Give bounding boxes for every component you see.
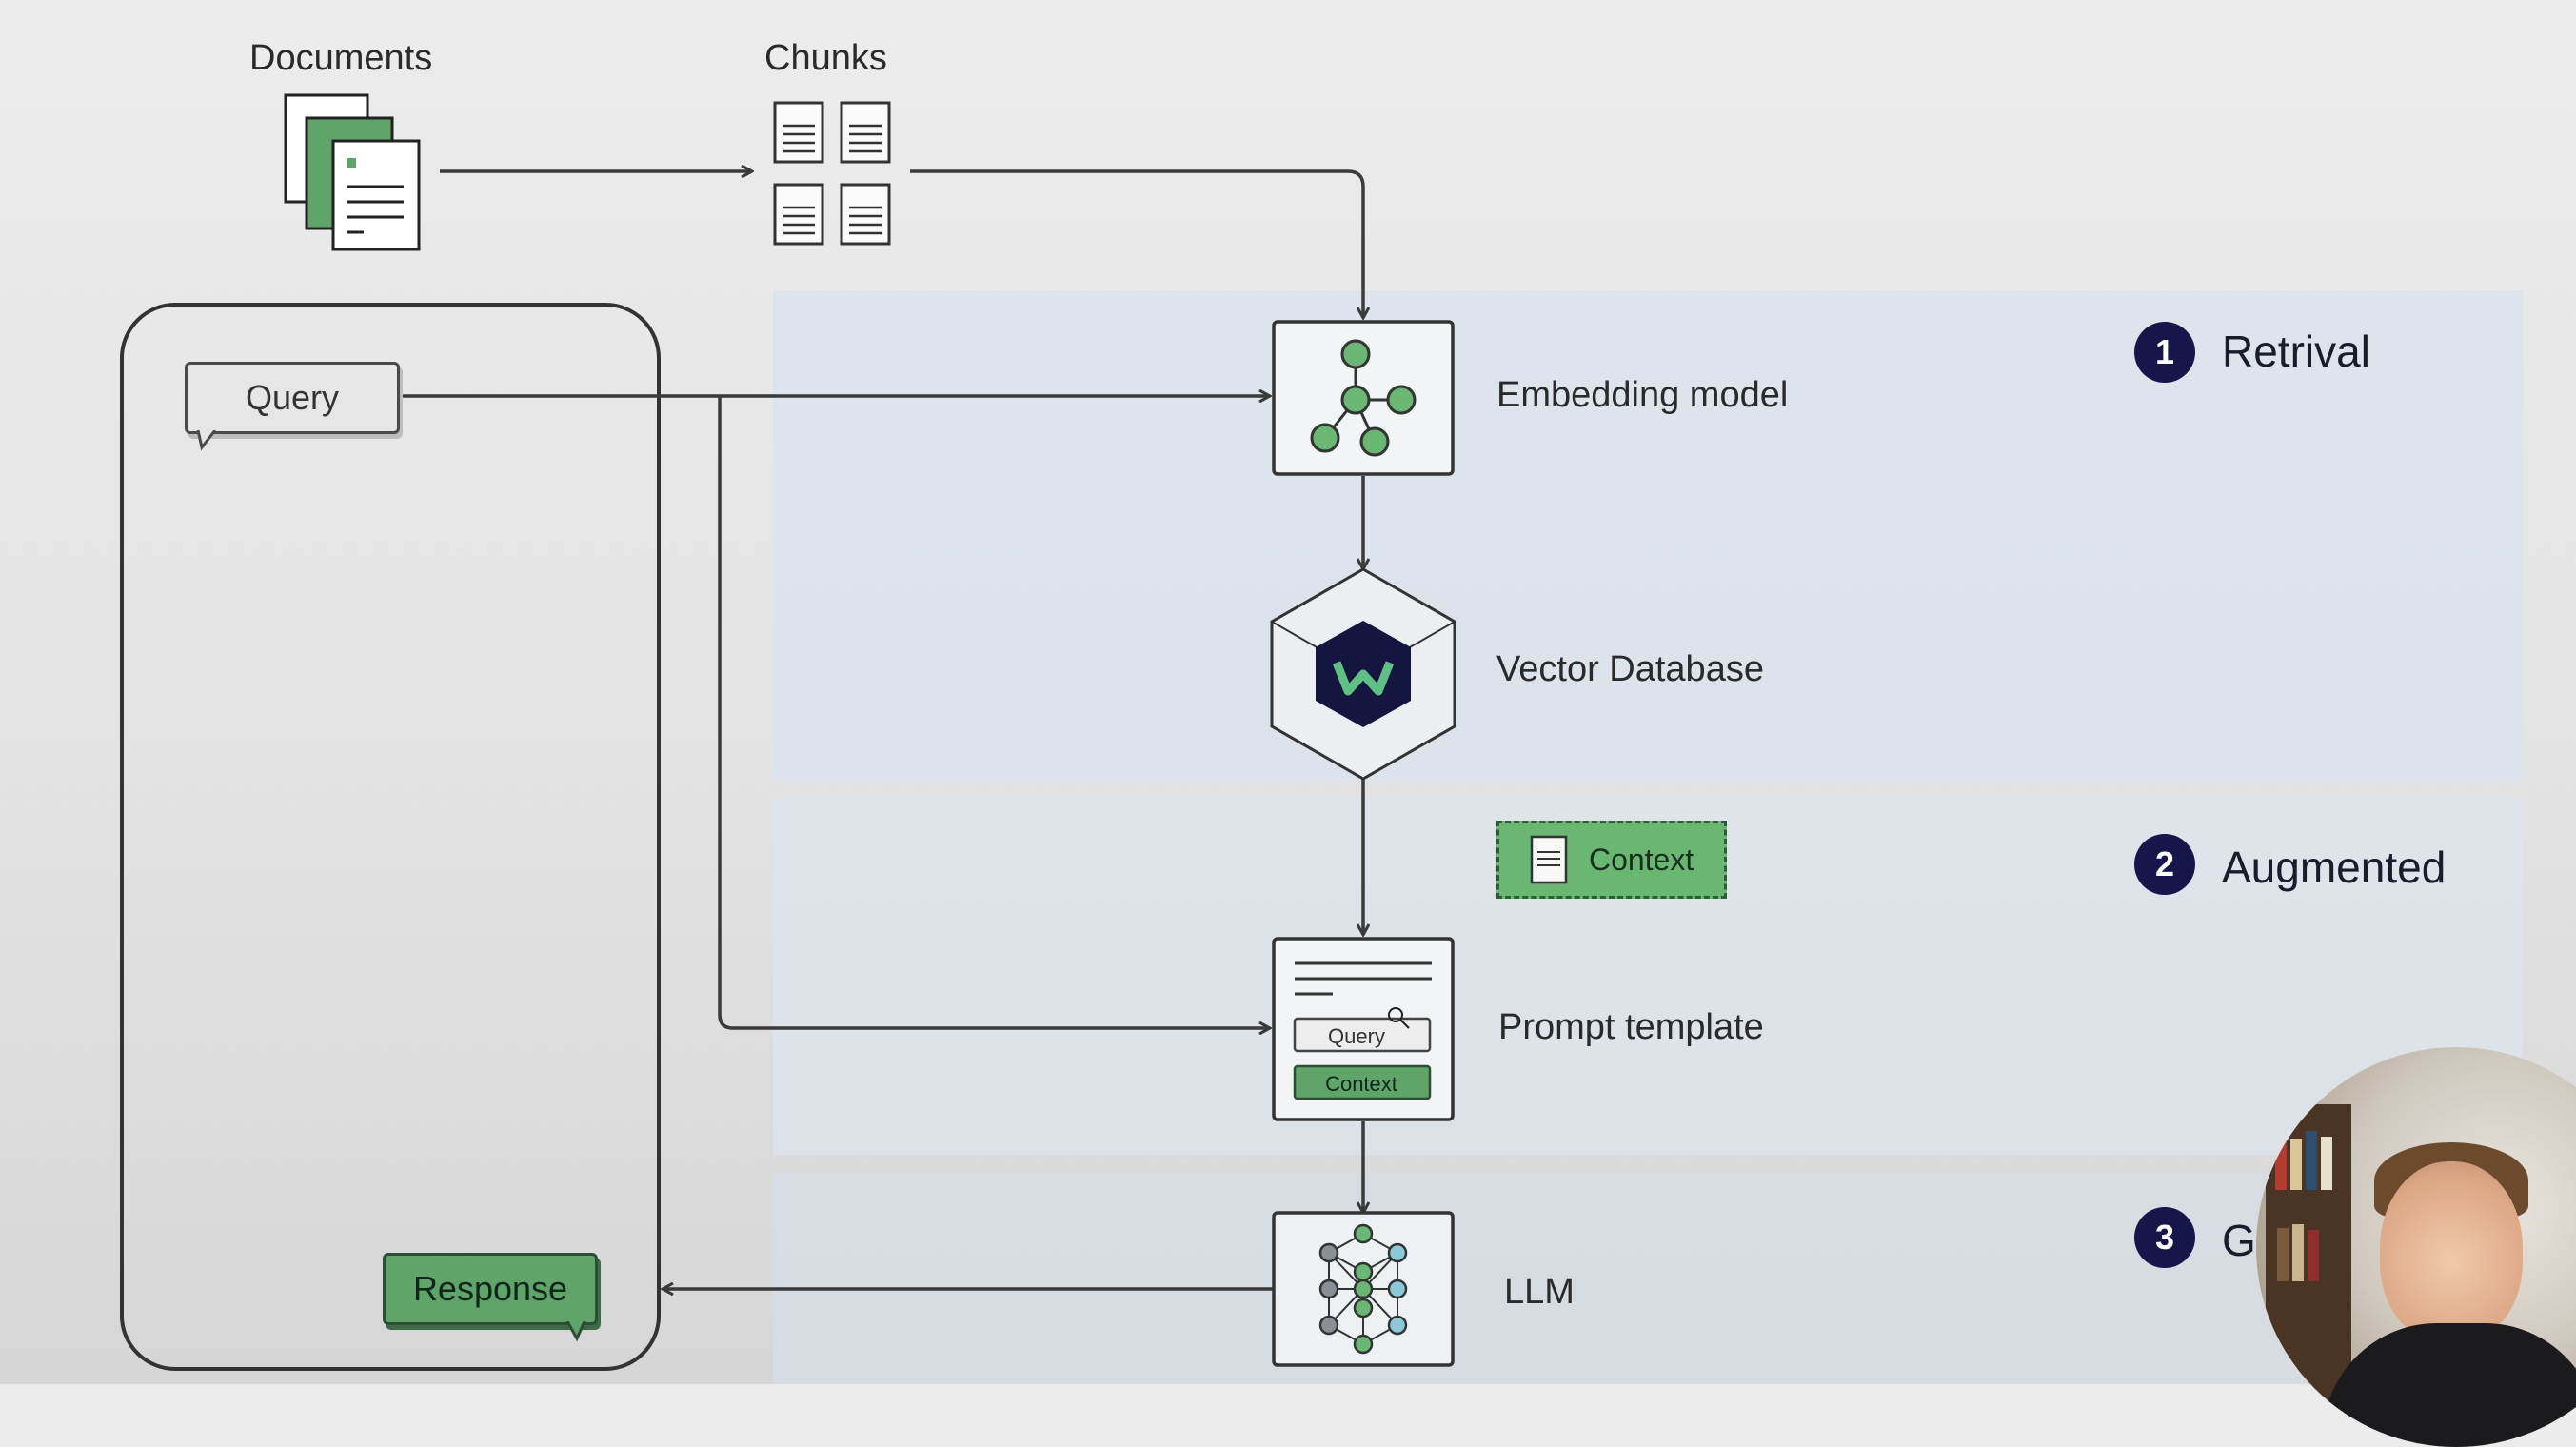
query-to-prompt-arrow: [718, 396, 1270, 1028]
chunks-label: Chunks: [764, 38, 887, 78]
cursor-icon: [1388, 1007, 1410, 1029]
llm-label: LLM: [1504, 1272, 1575, 1312]
embedding-model-label: Embedding model: [1496, 375, 1789, 415]
context-document-icon: [1530, 835, 1568, 884]
response-bubble-tail: [565, 1321, 586, 1342]
chunks-to-embedding-arrow: [910, 169, 1363, 318]
query-label: Query: [245, 378, 340, 417]
stage-3-label: G: [2222, 1216, 2256, 1265]
presenter-face: [2380, 1161, 2523, 1342]
query-bubble: Query: [185, 362, 400, 434]
query-bubble-tail: [196, 430, 217, 451]
vector-database-icon: [1270, 567, 1456, 781]
embedding-model-icon: [1272, 320, 1455, 476]
response-label: Response: [412, 1269, 568, 1308]
generation-band: [773, 1172, 2523, 1384]
documents-icon: [284, 93, 421, 251]
context-label: Context: [1589, 842, 1694, 877]
stage-1-label: Retrival: [2222, 327, 2370, 376]
vector-database-label: Vector Database: [1496, 649, 1764, 689]
prompt-template-icon: [1272, 937, 1455, 1121]
user-panel: [120, 303, 661, 1371]
chunks-icon: [773, 101, 891, 246]
prompt-template-label: Prompt template: [1498, 1007, 1764, 1047]
presenter-webcam: [2256, 1047, 2576, 1447]
context-tag: Context: [1496, 821, 1727, 899]
stage-3-badge: 3: [2134, 1207, 2195, 1268]
documents-label: Documents: [249, 38, 433, 78]
prompt-context-label: Context: [1325, 1072, 1397, 1096]
llm-icon: [1272, 1211, 1455, 1367]
response-bubble: Response: [383, 1253, 598, 1325]
stage-2-badge: 2: [2134, 834, 2195, 895]
rag-diagram: Query Context: [120, 93, 2523, 1384]
stage-1-badge: 1: [2134, 322, 2195, 383]
prompt-query-label: Query: [1328, 1024, 1385, 1048]
presenter-shirt: [2323, 1323, 2576, 1447]
retrieval-band: [773, 290, 2523, 781]
stage-2-label: Augmented: [2222, 842, 2447, 892]
